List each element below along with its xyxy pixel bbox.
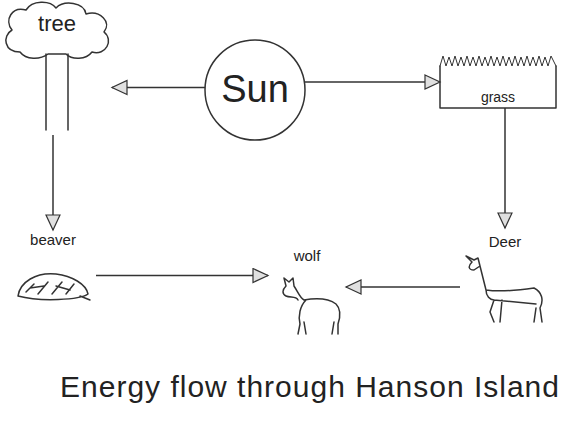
grass-box: [440, 66, 556, 108]
flow-arrow: [112, 87, 205, 89]
flow-arrow: [504, 108, 506, 228]
grass-box-node: grass: [440, 56, 556, 108]
tree-crown: [6, 2, 109, 58]
node-label: grass: [481, 90, 515, 105]
node-label: tree: [38, 12, 76, 36]
node-label: Sun: [221, 69, 289, 111]
grass-blades: [440, 56, 556, 66]
wolf-picture: [283, 278, 340, 334]
deer-picture: [466, 256, 542, 322]
flow-arrow: [96, 275, 268, 277]
node-label: beaver: [30, 232, 76, 249]
flow-arrow: [305, 81, 440, 83]
tree-node: tree: [2, 2, 112, 135]
beaver-node: beaver: [10, 230, 96, 305]
flow-arrow: [52, 135, 54, 230]
node-label: wolf: [294, 248, 321, 265]
deer-node: Deer: [460, 228, 550, 328]
flow-arrow: [346, 286, 460, 288]
node-label: Deer: [489, 234, 522, 251]
wolf-node: wolf: [268, 246, 346, 338]
caption: Energy flow through Hanson Island: [40, 370, 580, 404]
tree-trunk: [46, 54, 68, 130]
beaver-picture: [18, 274, 90, 300]
sun-circle-node: Sun: [205, 40, 305, 140]
sun-circle: [205, 40, 305, 140]
